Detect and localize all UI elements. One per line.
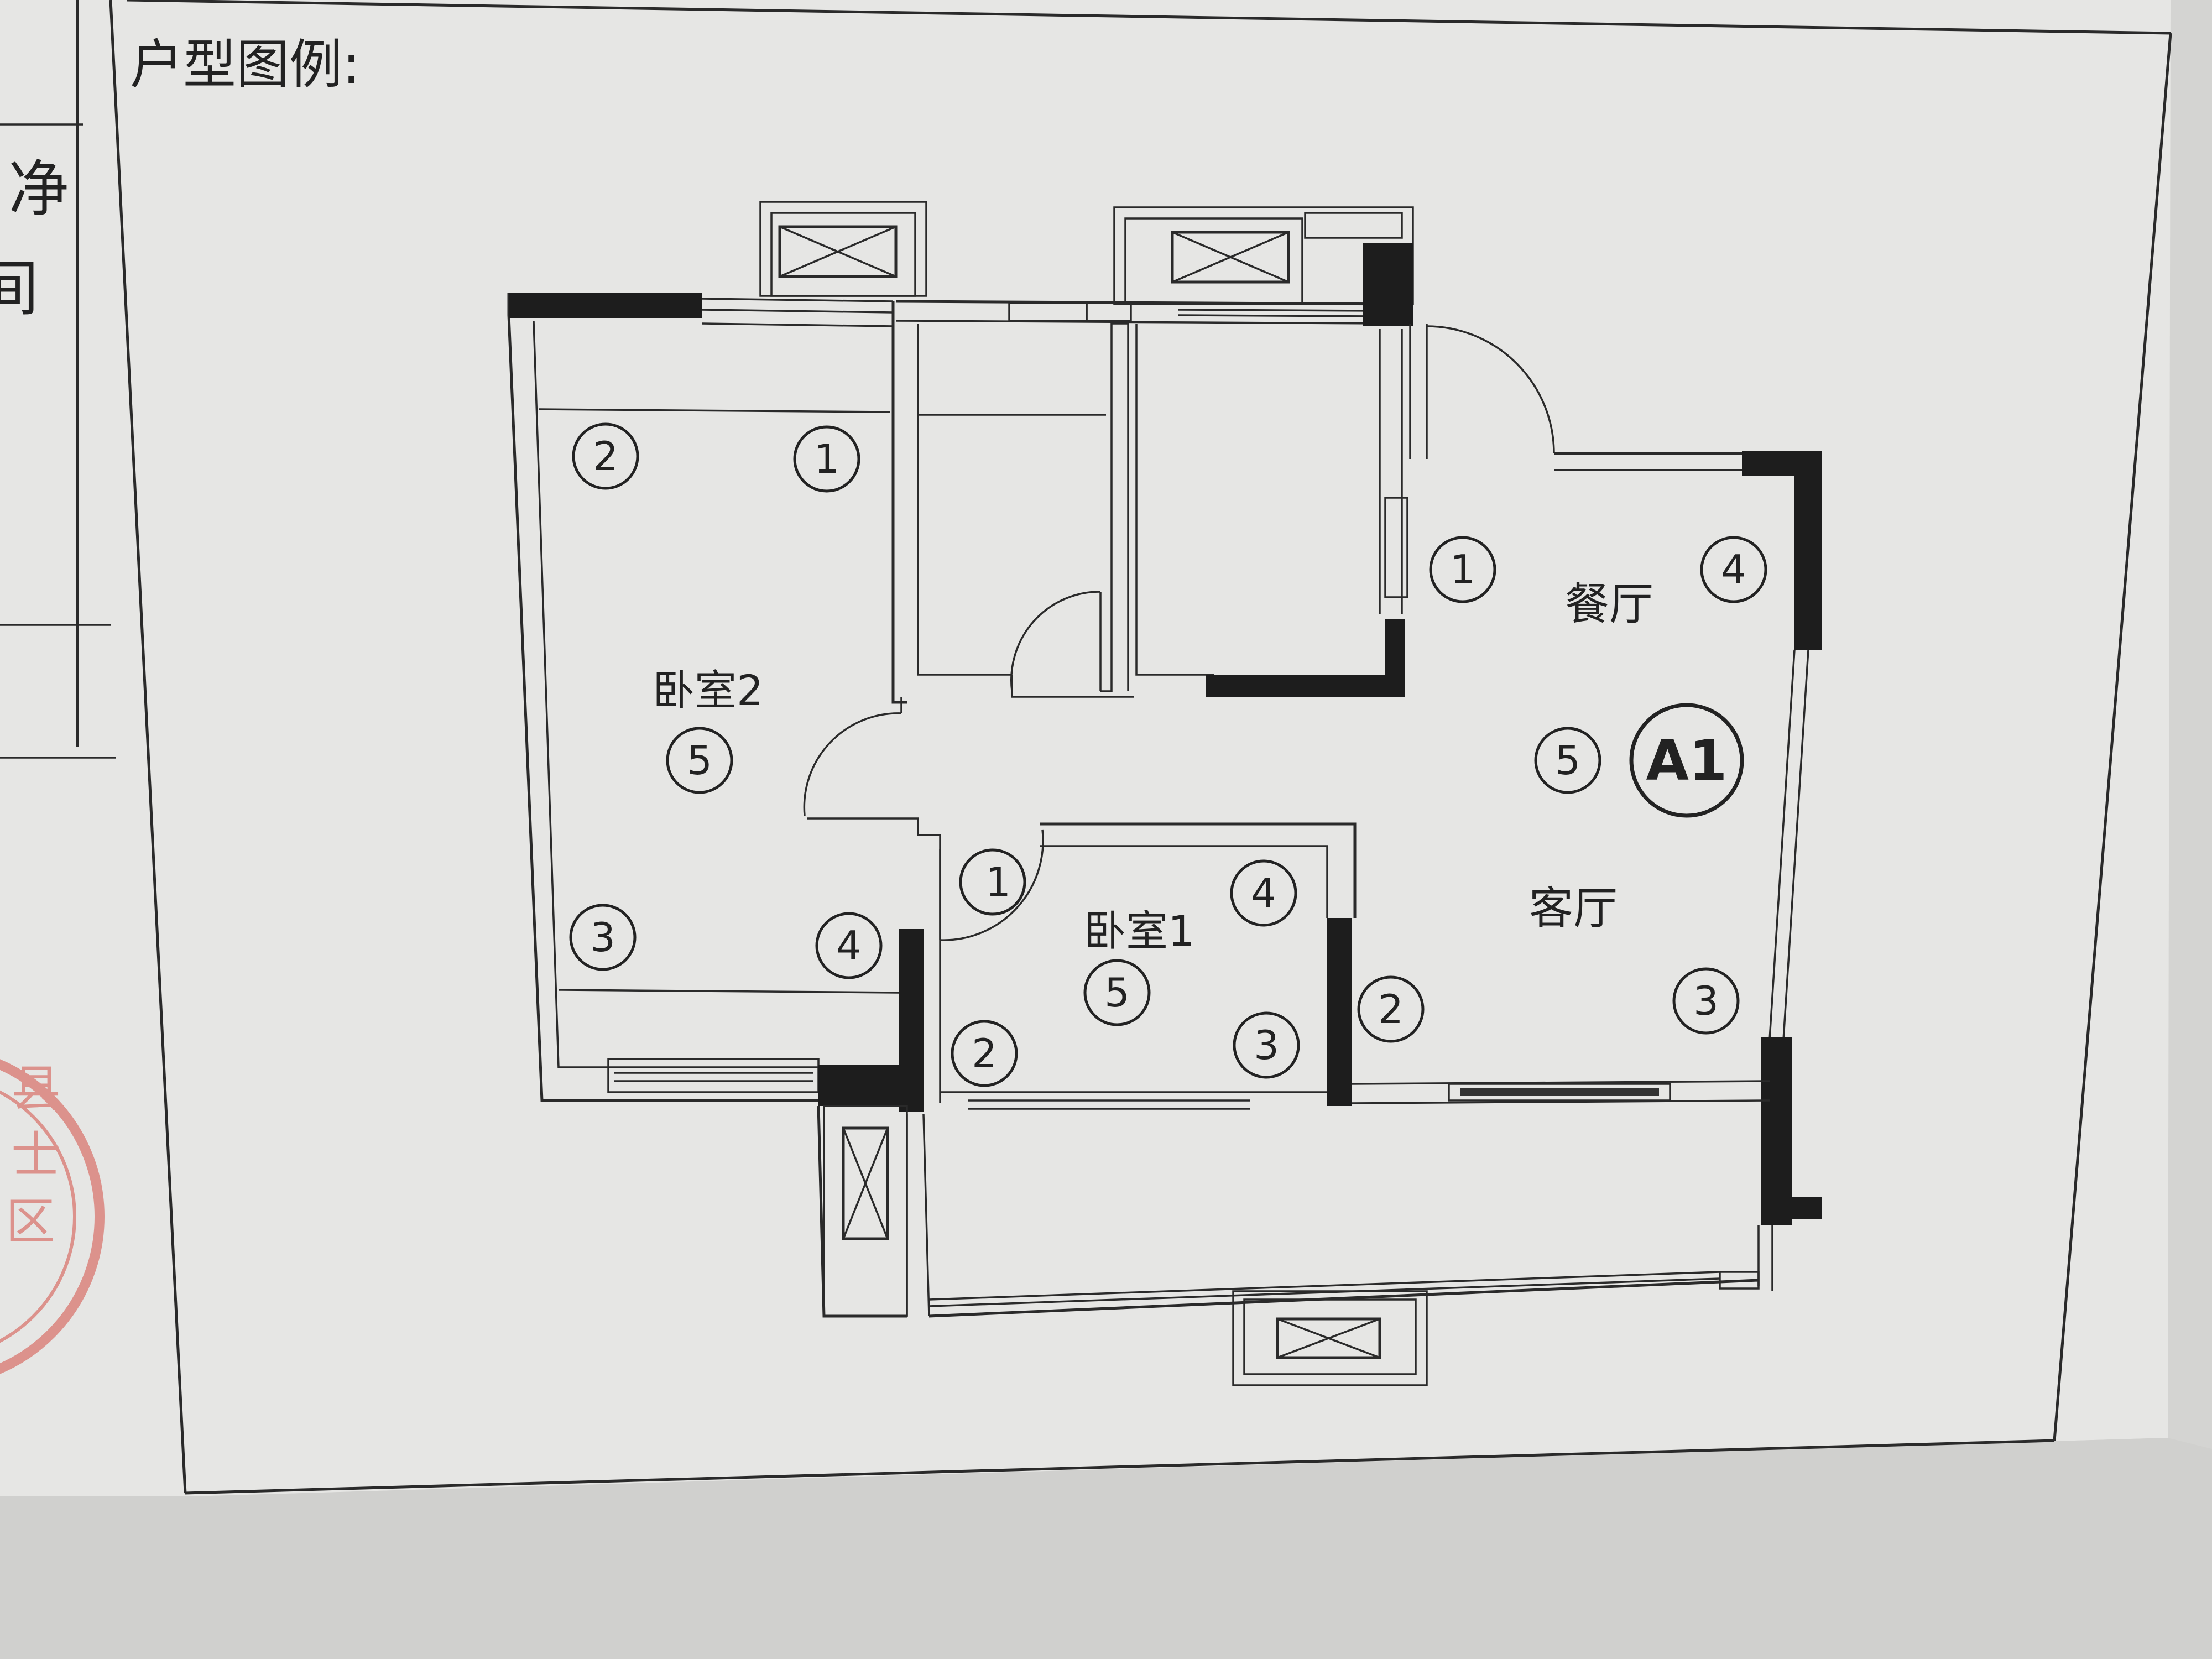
wall-fill-top-right (1363, 243, 1413, 326)
marker-number: 1 (985, 859, 1011, 905)
marker-living-2: 2 (1357, 975, 1425, 1043)
stamp-text-2: 士 (11, 1126, 61, 1185)
marker-living-5: 5 (1534, 727, 1601, 794)
marker-number: 4 (1721, 546, 1746, 593)
marker-dining-1: 1 (1429, 536, 1496, 603)
margin-text-2: 间 (0, 253, 39, 324)
marker-number: 1 (1450, 546, 1475, 593)
marker-dining-4: 4 (1700, 536, 1767, 603)
entrance (1409, 324, 1822, 1225)
wall-fill-bedroom1-corner (818, 1065, 924, 1106)
ac-unit-bottom-left (823, 1105, 908, 1317)
marker-number: 5 (687, 737, 712, 784)
room-label-dining: 餐厅 (1565, 578, 1653, 630)
bedroom2-walls (507, 293, 899, 1102)
bedroom1-door-arc (940, 829, 1044, 941)
balcony (817, 1080, 1773, 1318)
room-label-bedroom2: 卧室2 (653, 666, 763, 715)
marker-number: 4 (1251, 870, 1276, 916)
ac-unit-bottom (1232, 1290, 1428, 1386)
marker-number: 2 (1378, 986, 1404, 1032)
marker-bedroom1-1: 1 (959, 848, 1026, 916)
marker-bedroom2-5: 5 (666, 727, 733, 794)
stamp-text-1: 县 (11, 1060, 61, 1118)
room-label-living: 客厅 (1529, 883, 1618, 934)
living-window (1448, 1083, 1671, 1102)
paper-sheet (0, 0, 2171, 1496)
entry-door-arc (1426, 325, 1555, 454)
marker-bedroom2-1: 1 (793, 425, 860, 493)
bedroom1-walls (803, 697, 1357, 1112)
marker-number: 2 (972, 1030, 997, 1077)
marker-number: 3 (1254, 1022, 1279, 1068)
marker-bedroom1-2: 2 (951, 1020, 1018, 1087)
legend-title: 户型图例: (130, 34, 360, 96)
marker-bedroom2-2: 2 (572, 422, 639, 490)
wall-fill-dining-right (1794, 451, 1822, 650)
frame-right-line (2053, 33, 2172, 1441)
marker-living-3: 3 (1672, 967, 1740, 1035)
marker-bedroom1-5: 5 (1083, 959, 1151, 1026)
marker-number: 4 (836, 922, 862, 969)
marker-number: 2 (593, 433, 618, 479)
wall-fill-top-left (509, 293, 702, 318)
margin-text-1: 净 (8, 154, 69, 225)
frame-top-line (127, 0, 2171, 35)
wall-fill-living-notch (1783, 1197, 1822, 1219)
marker-bedroom2-3: 3 (569, 904, 637, 971)
marker-bedroom1-4: 4 (1230, 859, 1297, 927)
frame-bottom-line (185, 1439, 2055, 1495)
marker-number: 3 (590, 914, 615, 961)
marker-bedroom1-3: 3 (1233, 1011, 1300, 1079)
marker-bedroom2-4: 4 (815, 912, 883, 979)
closet-door-arc (1010, 591, 1101, 692)
marker-number: 3 (1693, 978, 1719, 1024)
red-stamp: 县 士 区 (0, 1059, 105, 1374)
paper-shadow (0, 1438, 2212, 1659)
unit-label: A1 (1646, 728, 1728, 793)
room-label-bedroom1: 卧室1 (1084, 906, 1194, 956)
stamp-text-3: 区 (6, 1193, 55, 1251)
marker-number: 5 (1104, 969, 1130, 1016)
bedroom2-door-arc (803, 712, 902, 816)
frame-left-line-lower (109, 0, 187, 1494)
wall-fill-closet-right (1385, 619, 1405, 697)
marker-number: 1 (814, 436, 839, 482)
floor-plan: 卧室2 卧室1 餐厅 客厅 A1 1 2 3 4 5 (507, 201, 1822, 1386)
ac-unit-top-left (759, 201, 927, 297)
marker-number: 5 (1555, 737, 1580, 784)
wall-fill-closet-bottom (1206, 675, 1405, 697)
unit-label-badge: A1 (1629, 703, 1744, 818)
wall-fill-bedroom1-right (1327, 918, 1352, 1106)
wall-fill-living-right (1761, 1037, 1792, 1225)
